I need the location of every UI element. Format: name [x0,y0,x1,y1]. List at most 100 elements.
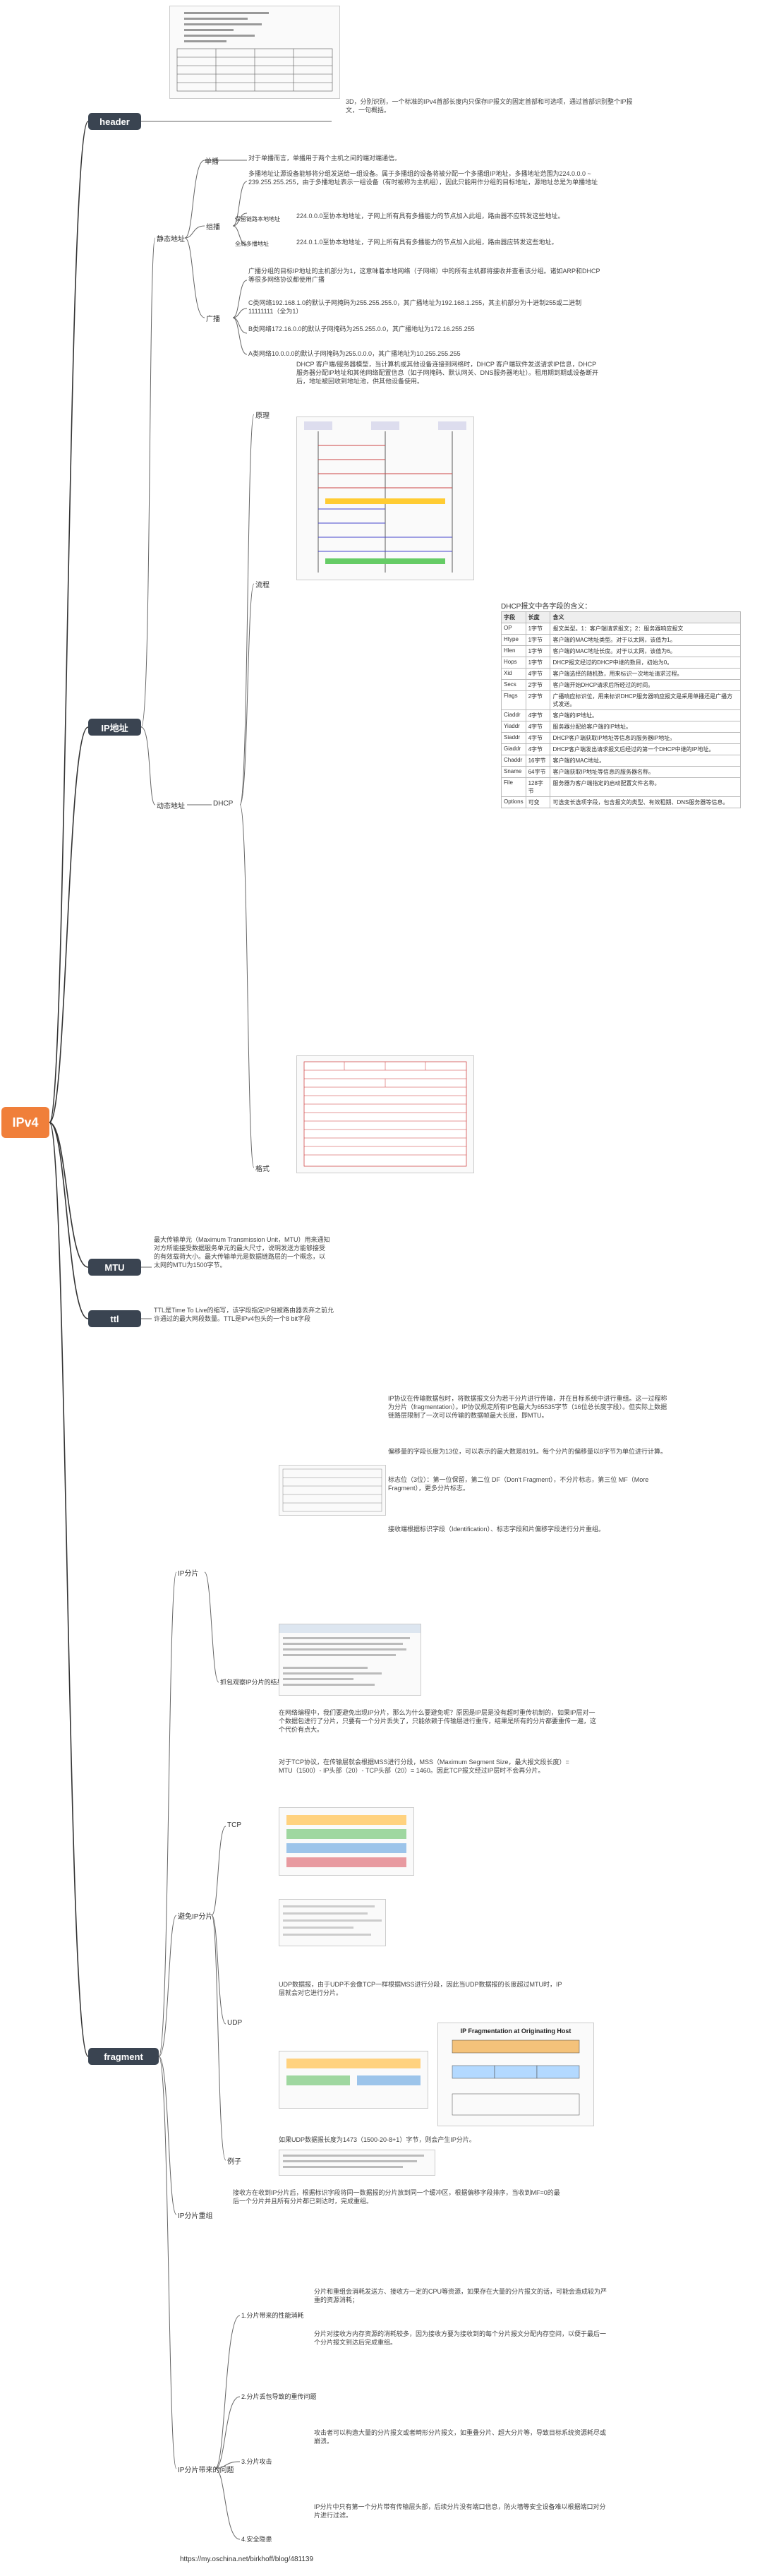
dhcp-table-title: DHCP报文中各字段的含义： [501,603,592,611]
table-cell-length: 4字节 [525,709,551,721]
node-avoid-fragment[interactable]: 避免IP分片 [178,1913,213,1921]
node-ip-fragment[interactable]: IP分片 [178,1570,199,1578]
branch-ip-address[interactable]: IP地址 [88,719,141,736]
node-problems[interactable]: IP分片带来的问题 [178,2467,234,2474]
node-unicast[interactable]: 单播 [205,158,219,166]
branch-mtu[interactable]: MTU [88,1259,141,1276]
table-cell-meaning: DHCP报文经过的DHCP中继的数目，初始为0。 [550,657,741,669]
offset-text: 偏移量的字段长度为13位，可以表示的最大数是8191。每个分片的偏移量以8字节为… [388,1448,667,1455]
example-thumbnail [279,2150,435,2176]
header-note: 3D，分别识别，一个标准的IPv4首部长度内只保存IP报文的固定首部和可选项，通… [346,98,633,114]
principle-text: DHCP 客户端/服务器模型，当计算机或其他设备连接到网络时，DHCP 客户端软… [296,361,599,385]
node-dynamic-address[interactable]: 动态地址 [157,803,185,810]
problem-3-text: 攻击者可以构造大量的分片报文或者畸形分片报文，如重叠分片、超大分片等，导致目标系… [314,2429,607,2445]
table-cell-meaning: 客户端的IP地址。 [550,709,741,721]
table-cell-meaning: 报文类型。1：客户端请求报文；2：服务器响应报文 [550,623,741,635]
node-problem-1[interactable]: 1.分片带来的性能消耗 [241,2312,304,2319]
tcp-diagram-thumbnail [279,1807,414,1876]
node-problem-3[interactable]: 3.分片攻击 [241,2458,272,2465]
global-text: 224.0.1.0至协本地地址，子网上所有具有多播能力的节点加入此组，路由器应转… [296,239,558,246]
tcp-sequence-thumbnail [279,1899,386,1946]
node-problem-2[interactable]: 2.分片丢包导致的重传问题 [241,2393,317,2400]
branch-header[interactable]: header [88,113,141,130]
table-cell-meaning: 客户端的MAC地址长度。对于以太网，该值为6。 [550,645,741,657]
node-static-address[interactable]: 静态地址 [157,236,185,244]
mtu-text: 最大传输单元（Maximum Transmission Unit，MTU）用来通… [154,1236,330,1269]
table-cell-meaning: 广播响应标识位，用来标识DHCP服务器响应报文是采用单播还是广播方式发送。 [550,690,741,710]
node-global-multicast[interactable]: 全局多播地址 [235,241,269,247]
capture-screenshot [279,1624,421,1696]
table-cell-meaning: 客户端选择的随机数，用来标识一次地址请求过程。 [550,668,741,680]
source-link[interactable]: https://my.oschina.net/birkhoff/blog/481… [180,2556,314,2563]
node-format[interactable]: 格式 [255,1166,270,1173]
table-cell-length: 可变 [525,796,551,808]
node-reserved[interactable]: 保留链路本地地址 [235,216,280,222]
udp-figure-title: IP Fragmentation at Originating Host [461,2027,572,2035]
reassembly-text: 接收方在收到IP分片后，根据标识字段将同一数据报的分片放到同一个缓冲区，根据偏移… [233,2189,560,2205]
node-broadcast[interactable]: 广播 [206,316,220,323]
table-cell-field: Yiaddr [501,721,526,733]
problem-1-text: 分片和重组会消耗发送方、接收方一定的CPU等资源，如果存在大量的分片报文的话，可… [314,2288,607,2304]
node-flow[interactable]: 流程 [255,582,270,589]
node-capture[interactable]: 抓包观察IP分片的结果 [220,1679,284,1686]
node-principle[interactable]: 原理 [255,412,270,420]
table-cell-meaning: 可选变长选项字段，包含报文的类型、有效租期、DNS服务器等信息。 [550,796,741,808]
table-cell-length: 4字节 [525,743,551,755]
table-cell-field: Options [501,796,526,808]
table-cell-field: Flags [501,690,526,710]
avoid-text: 在网络编程中，我们要避免出现IP分片，那么为什么要避免呢？原因是IP层是没有超时… [279,1709,597,1734]
table-cell-length: 1字节 [525,634,551,646]
table-cell-length: 4字节 [525,721,551,733]
ip-fragment-text: IP协议在传输数据包时，将数据报文分为若干分片进行传输，并在目标系统中进行重组。… [388,1395,667,1420]
dhcp-flow-diagram [296,417,474,580]
broadcast-text-3: B类网络172.16.0.0的默认子网掩码为255.255.0.0，其广播地址为… [248,325,475,333]
branch-fragment[interactable]: fragment [88,2048,159,2065]
flag-text: 标志位（3位）：第一位保留，第二位 DF（Don't Fragment），不分片… [388,1476,649,1492]
unicast-text: 对于单播而言，单播用于两个主机之间的端对端通信。 [248,155,401,162]
table-cell-meaning: 客户端获取IP地址等信息的服务器名称。 [550,766,741,778]
ip-header-thumbnail [279,1465,386,1516]
branch-fragment-label: fragment [104,2051,143,2062]
node-dhcp[interactable]: DHCP [213,800,234,808]
branch-ip-label: IP地址 [101,722,128,733]
node-problem-4[interactable]: 4.安全隐患 [241,2536,272,2543]
reassemble-text: 接收端根据标识字段（Identification）、标志字段和片偏移字段进行分片… [388,1526,605,1533]
header-diagram-thumbnail [169,6,340,99]
table-cell-meaning: DHCP客户端获取IP地址等信息的服务器IP地址。 [550,732,741,744]
node-udp[interactable]: UDP [227,2019,243,2027]
node-tcp[interactable]: TCP [227,1821,241,1829]
broadcast-text-4: A类网络10.0.0.0的默认子网掩码为255.0.0.0，其广播地址为10.2… [248,350,461,357]
table-header-meaning: 含义 [550,611,741,623]
broadcast-text-2: C类网络192.168.1.0的默认子网掩码为255.255.255.0，其广播… [248,299,582,316]
node-example[interactable]: 例子 [227,2158,241,2166]
tcp-text: 对于TCP协议，在传输层就会根据MSS进行分段，MSS（Maximum Segm… [279,1759,569,1775]
table-cell-field: Ciaddr [501,709,526,721]
branch-ttl[interactable]: ttl [88,1310,141,1327]
udp-frag-diagram [279,2051,428,2109]
dhcp-format-diagram [296,1055,474,1173]
branch-header-label: header [99,116,130,127]
root-label: IPv4 [12,1115,39,1130]
node-reassembly[interactable]: IP分片重组 [178,2212,213,2220]
table-cell-field: Sname [501,766,526,778]
table-cell-meaning: 客户端开始DHCP请求后所经过的时间。 [550,679,741,691]
udp-fragmentation-figure: IP Fragmentation at Originating Host [437,2023,594,2126]
table-cell-field: Chaddr [501,755,526,767]
node-multicast[interactable]: 组播 [206,224,220,232]
problem-4-text: IP分片中只有第一个分片带有传输层头部，后续分片没有端口信息，防火墙等安全设备难… [314,2503,606,2520]
table-cell-length: 4字节 [525,732,551,744]
root-node[interactable]: IPv4 [1,1107,49,1138]
